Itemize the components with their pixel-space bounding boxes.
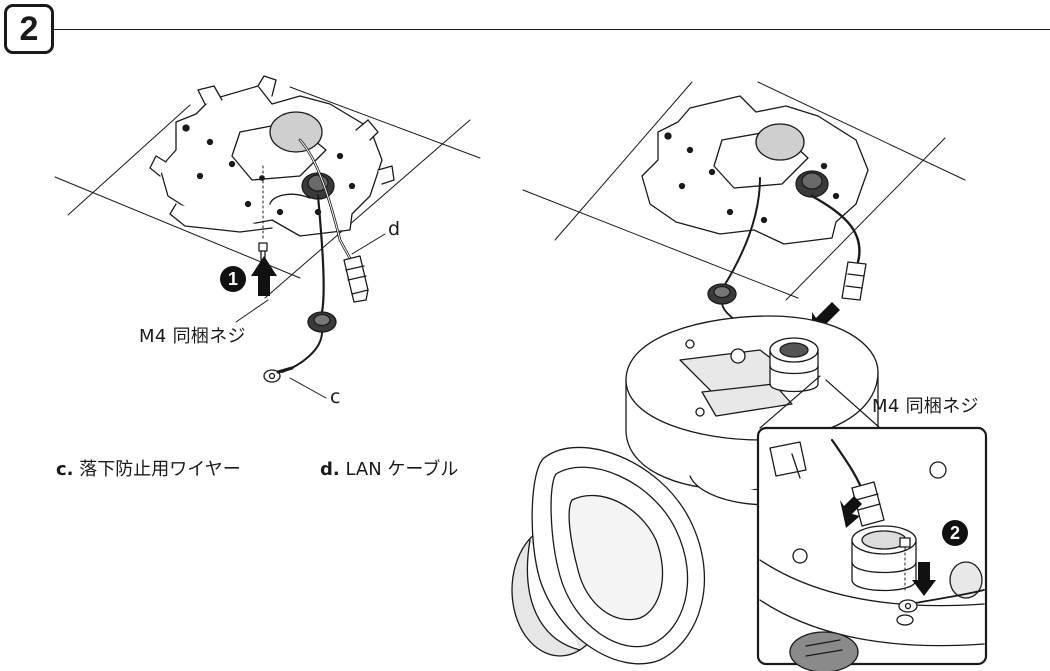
right-figure bbox=[511, 81, 988, 671]
lan-cable-right bbox=[810, 194, 861, 264]
step-number: 2 bbox=[19, 9, 39, 48]
detail-inset bbox=[756, 426, 988, 671]
leader-line-c bbox=[289, 377, 327, 399]
callout-number-1: 1 bbox=[220, 266, 246, 292]
safety-wire-left bbox=[316, 194, 325, 314]
wire-ring-terminal-left bbox=[263, 366, 294, 383]
legend-d: d. LAN ケーブル bbox=[320, 455, 458, 481]
grommet-right bbox=[795, 170, 829, 198]
left-figure bbox=[54, 75, 481, 399]
ceiling-hole-left bbox=[269, 111, 323, 153]
wire-grommet-left bbox=[307, 311, 337, 333]
wire-grommet-right bbox=[707, 283, 737, 305]
ceiling-lines-left bbox=[54, 86, 481, 299]
up-arrow-icon bbox=[251, 256, 277, 296]
ceiling-lines-right bbox=[522, 81, 966, 301]
legend-c-text: 落下防止用ワイヤー bbox=[79, 459, 241, 480]
leader-line-d bbox=[351, 233, 386, 255]
legend-c: c. 落下防止用ワイヤー bbox=[56, 455, 241, 481]
safety-wire-right bbox=[723, 177, 761, 287]
step-header-rule bbox=[54, 29, 1050, 30]
dome-cover bbox=[511, 446, 706, 665]
legend-d-text: LAN ケーブル bbox=[345, 459, 459, 480]
legend-d-key: d. bbox=[320, 459, 340, 480]
mount-bracket-left bbox=[149, 75, 395, 237]
legend-c-key: c. bbox=[56, 459, 74, 480]
label-m4-screw-left: M4 同梱ネジ bbox=[139, 326, 246, 347]
ceiling-hole-right bbox=[755, 123, 805, 161]
callout-number-2: 2 bbox=[942, 520, 968, 546]
label-c: c bbox=[330, 386, 341, 408]
lan-connector-left bbox=[343, 255, 369, 303]
down-arrow-icon bbox=[912, 562, 936, 596]
lan-connector-right bbox=[841, 261, 867, 301]
leader-line-screw bbox=[235, 299, 269, 323]
insert-arrow-icon bbox=[840, 496, 862, 528]
step-number-badge: 2 bbox=[4, 4, 54, 54]
label-m4-screw-right: M4 同梱ネジ bbox=[872, 396, 979, 417]
label-d: d bbox=[388, 218, 401, 240]
